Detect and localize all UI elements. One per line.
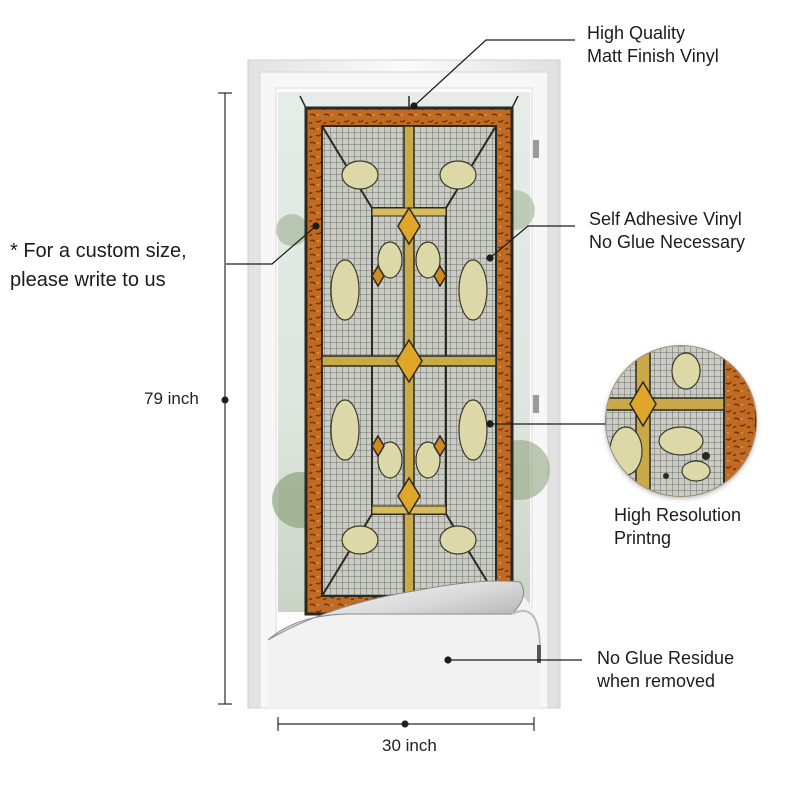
hinge-icon <box>533 395 539 413</box>
width-label: 30 inch <box>382 736 437 755</box>
callout-residue: No Glue Residue when removed <box>597 648 735 691</box>
resolution-zoom-detail <box>606 346 756 496</box>
peeling-corner <box>267 580 541 708</box>
height-label: 79 inch <box>144 389 199 408</box>
callout-resolution: High Resolution Printng <box>614 505 742 548</box>
hinge-icon <box>533 140 539 158</box>
height-dimension <box>218 92 232 705</box>
callout-material: High Quality Matt Finish Vinyl <box>587 23 719 66</box>
callout-adhesive: Self Adhesive Vinyl No Glue Necessary <box>589 209 746 252</box>
callout-custom-size: * For a custom size, please write to us <box>10 240 187 291</box>
stained-glass-panel <box>299 95 519 616</box>
width-dimension <box>277 717 535 731</box>
door-handle-icon <box>537 645 541 663</box>
callout-leaders <box>226 39 606 664</box>
